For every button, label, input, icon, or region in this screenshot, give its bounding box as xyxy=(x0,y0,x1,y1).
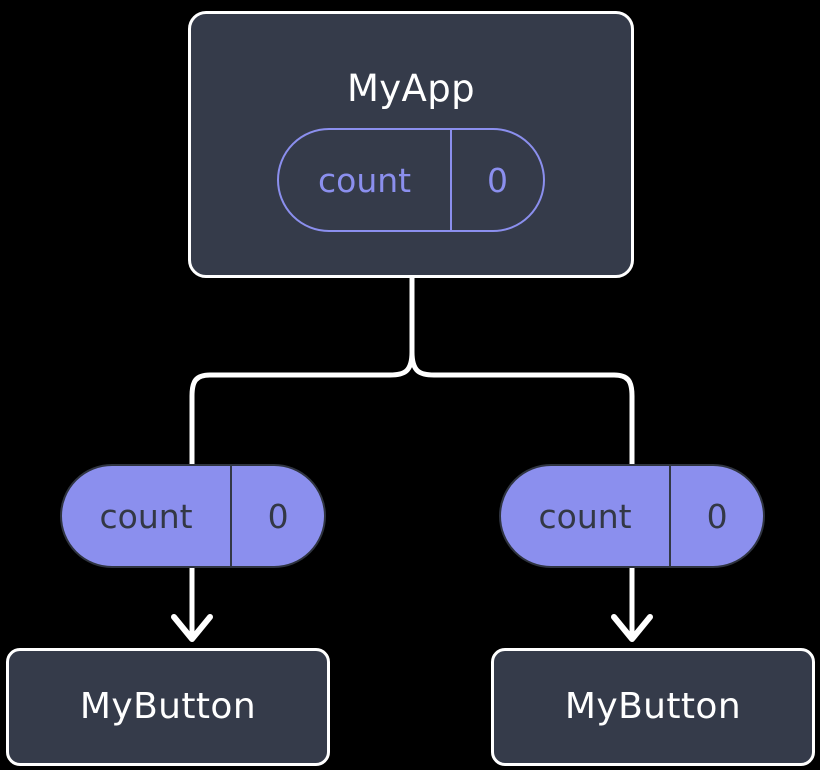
arrow-head-right-icon xyxy=(611,614,653,642)
props-pill-child-right-value: 0 xyxy=(669,466,763,566)
component-box-myapp[interactable]: MyApp xyxy=(188,11,634,278)
wire-branch-right xyxy=(409,349,635,469)
props-pill-child-left-value: 0 xyxy=(230,466,324,566)
component-box-mybutton-left[interactable]: MyButton xyxy=(6,648,330,766)
arrow-head-left-icon xyxy=(171,614,213,642)
component-title-mybutton-left: MyButton xyxy=(79,686,257,727)
component-box-mybutton-right[interactable]: MyButton xyxy=(491,648,815,766)
state-pill-root[interactable]: count 0 xyxy=(277,128,545,232)
props-pill-child-left[interactable]: count 0 xyxy=(60,464,326,568)
component-title-mybutton-right: MyButton xyxy=(564,686,742,727)
props-pill-child-right[interactable]: count 0 xyxy=(499,464,765,568)
state-pill-root-key: count xyxy=(317,160,412,200)
props-pill-child-right-key: count xyxy=(538,496,632,536)
component-title-myapp: MyApp xyxy=(346,67,476,110)
wire-branch-left xyxy=(189,349,415,469)
props-pill-child-left-key: count xyxy=(99,496,193,536)
state-pill-root-value: 0 xyxy=(450,130,543,230)
